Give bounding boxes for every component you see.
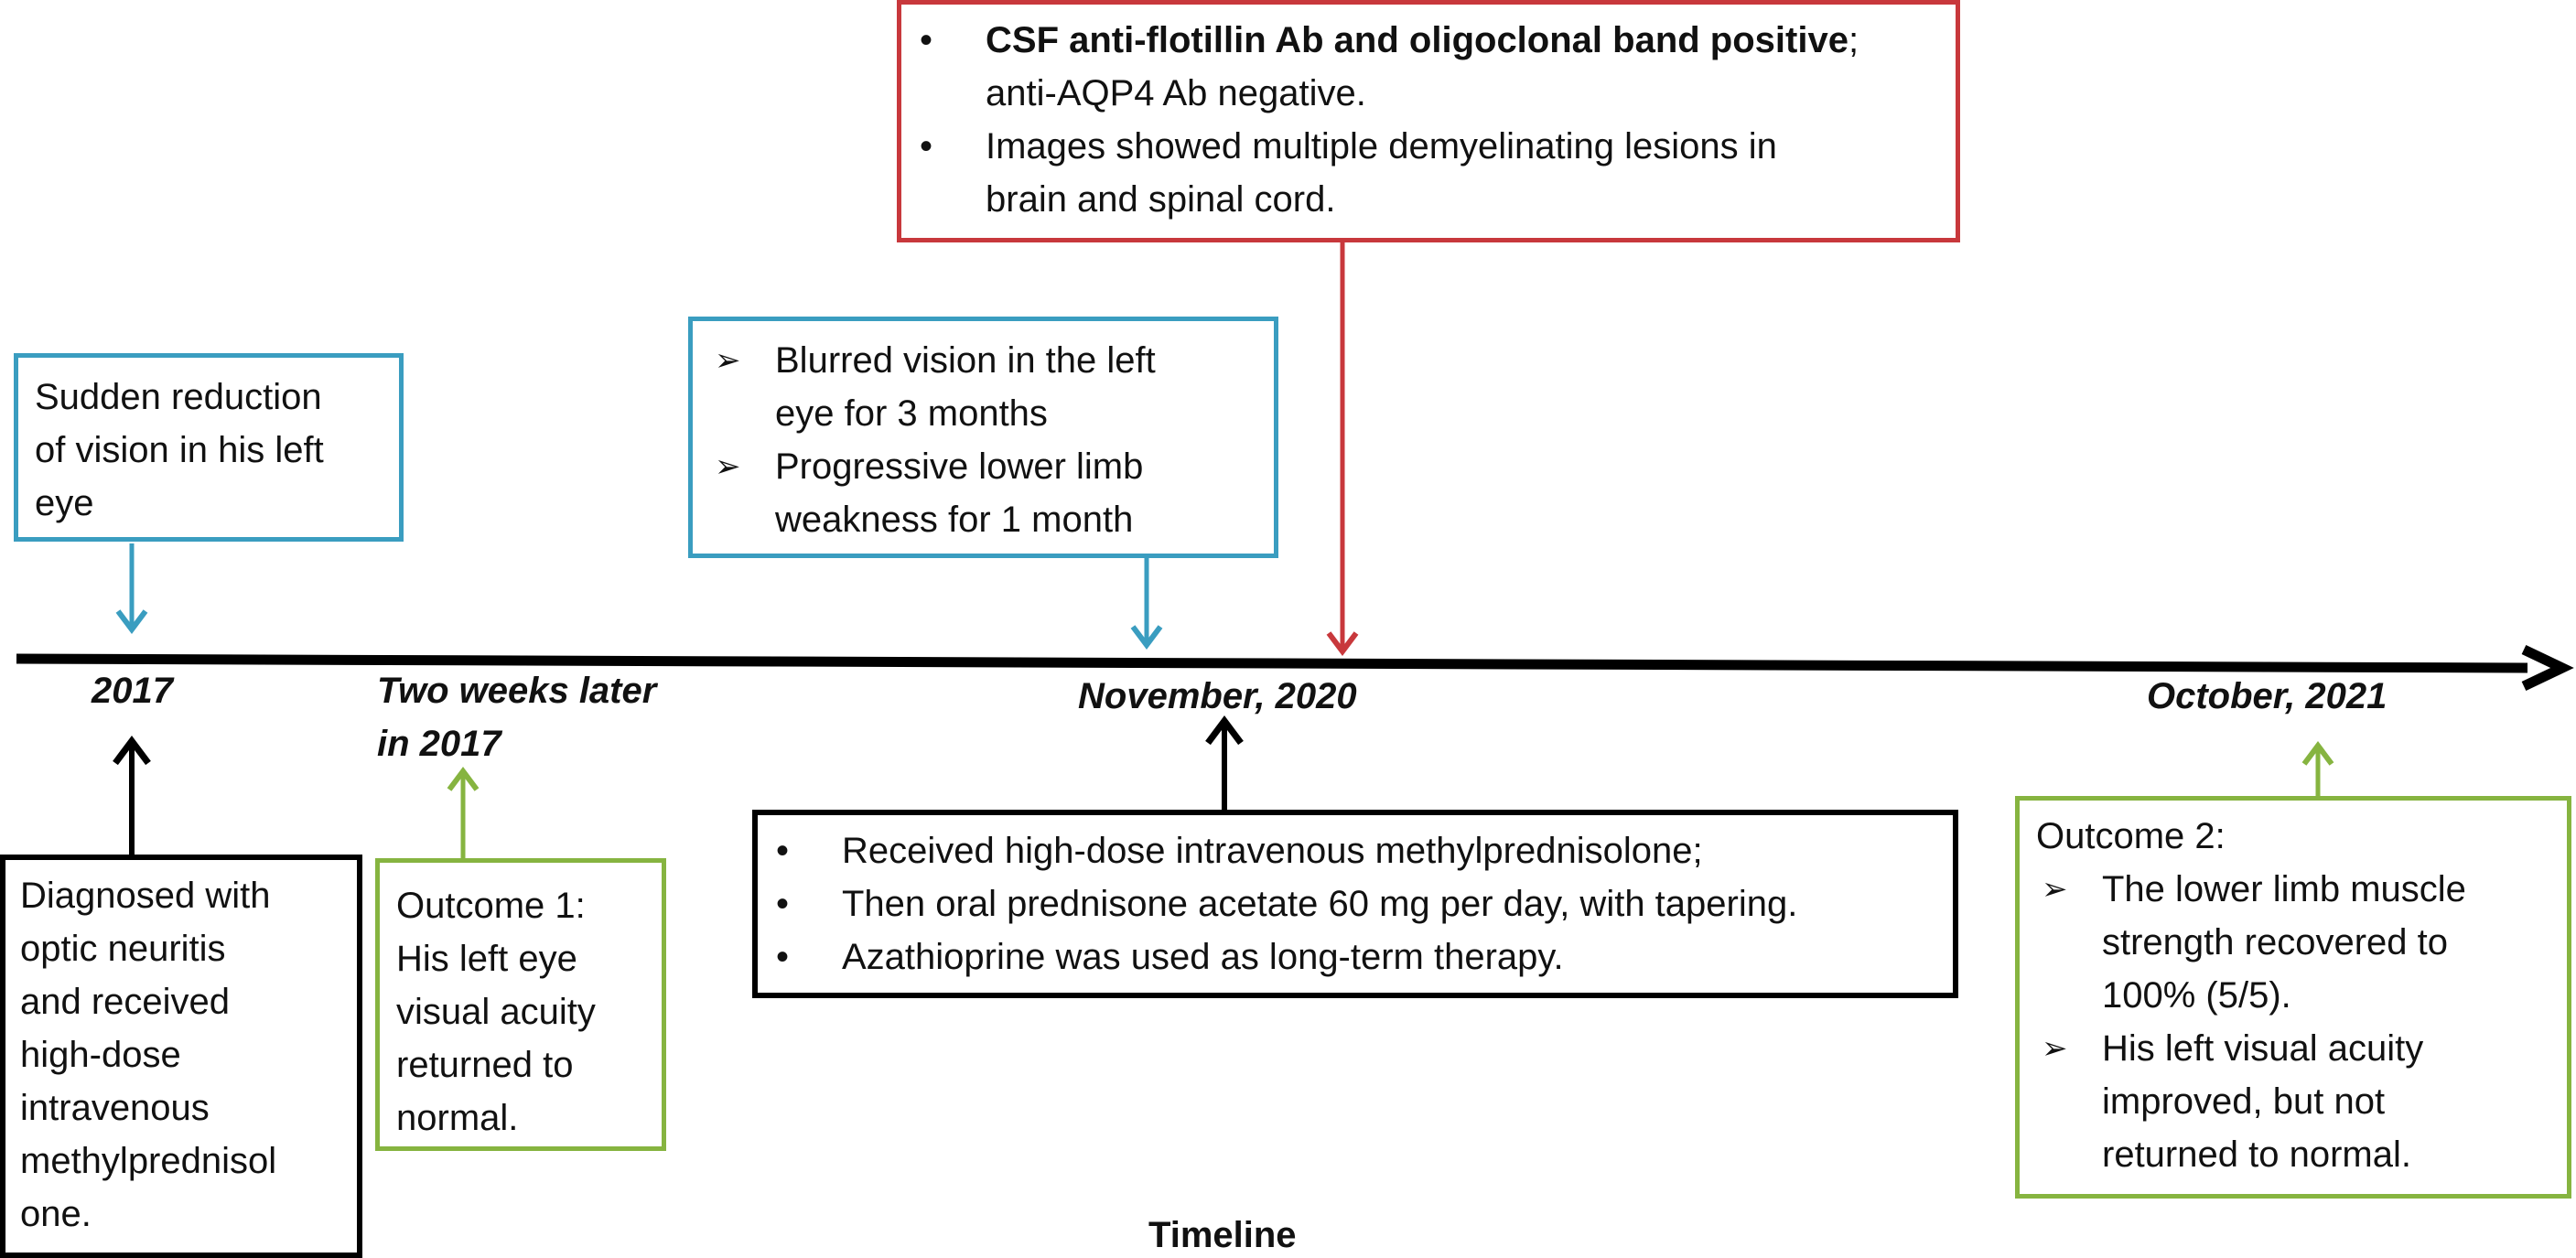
outcome-2-title: Outcome 2: [2036,816,2226,856]
text-line: His left visual acuity [2102,1028,2424,1069]
list-item: Images showed multiple demyelinating les… [901,120,1937,226]
list-treatment: Received high-dose intravenous methylpre… [758,824,1944,984]
csf-bold-text: CSF anti-flotillin Ab and oligoclonal ba… [986,20,1848,60]
label-two-weeks-later: Two weeks later in 2017 [377,664,656,770]
text-line: Received high-dose intravenous methylpre… [842,831,1703,871]
text-line: Images showed multiple demyelinating les… [986,126,1777,167]
text-line: methylprednisol [20,1141,277,1181]
label-october-2021: October, 2021 [2147,676,2387,716]
list-item: Progressive lower limb weakness for 1 mo… [693,440,1265,546]
text-line: visual acuity [396,992,596,1032]
figure-caption: Timeline [1148,1215,1297,1255]
text-line: strength recovered to [2102,922,2448,962]
text-line: optic neuritis [20,929,226,969]
box-csf-findings: CSF anti-flotillin Ab and oligoclonal ba… [897,0,1960,242]
text-line: high-dose [20,1035,181,1075]
text-line: Sudden reduction [35,377,322,417]
text-line: one. [20,1194,92,1234]
text-line: improved, but not [2102,1081,2386,1122]
box-sudden-reduction: Sudden reduction of vision in his left e… [14,353,404,542]
text-line: eye [35,483,94,523]
text-line: Two weeks later [377,671,657,711]
box-treatment: Received high-dose intravenous methylpre… [752,810,1958,998]
text-line: normal. [396,1098,519,1138]
text-line: returned to normal. [2102,1134,2411,1175]
text-line: anti-AQP4 Ab negative. [986,73,1366,113]
text-line: 100% (5/5). [2102,975,2291,1016]
text-line: intravenous [20,1088,210,1128]
box-outcome-1: Outcome 1: His left eye visual acuity re… [375,858,666,1151]
text-line: Progressive lower limb [775,446,1144,487]
list-item: Blurred vision in the left eye for 3 mon… [693,334,1265,440]
csf-punct: ; [1848,20,1859,60]
text-line: of vision in his left [35,430,324,470]
label-2017: 2017 [92,671,173,711]
text-line: CSF anti-flotillin Ab and oligoclonal ba… [986,14,1937,67]
text-line: Azathioprine was used as long-term thera… [842,937,1564,977]
label-november-2020: November, 2020 [1078,676,1357,716]
text-line: Then oral prednisone acetate 60 mg per d… [842,884,1798,924]
text-line: eye for 3 months [775,393,1048,434]
list-symptoms: Blurred vision in the left eye for 3 mon… [693,334,1265,546]
text-line: Blurred vision in the left [775,340,1156,381]
box-outcome-2: Outcome 2: The lower limb muscle strengt… [2015,796,2571,1199]
text-line: The lower limb muscle [2102,869,2466,909]
text-line: brain and spinal cord. [986,179,1336,220]
box-diagnosed: Diagnosed with optic neuritis and receiv… [0,855,362,1258]
list-csf: CSF anti-flotillin Ab and oligoclonal ba… [901,14,1937,226]
text-line: returned to [396,1045,574,1085]
list-item: Azathioprine was used as long-term thera… [758,930,1944,984]
text-line: weakness for 1 month [775,500,1134,540]
text-line: in 2017 [377,724,501,764]
text-line: and received [20,982,231,1022]
text-line: Diagnosed with [20,876,271,916]
text-line: His left eye [396,939,577,979]
list-item: Received high-dose intravenous methylpre… [758,824,1944,877]
text-line: Outcome 1: [396,886,586,926]
list-item: CSF anti-flotillin Ab and oligoclonal ba… [901,14,1937,120]
list-item: The lower limb muscle strength recovered… [2020,863,2560,1022]
box-blurred-vision: Blurred vision in the left eye for 3 mon… [688,317,1278,558]
list-item: His left visual acuity improved, but not… [2020,1022,2560,1181]
list-item: Then oral prednisone acetate 60 mg per d… [758,877,1944,930]
list-outcome-2: The lower limb muscle strength recovered… [2020,863,2560,1181]
